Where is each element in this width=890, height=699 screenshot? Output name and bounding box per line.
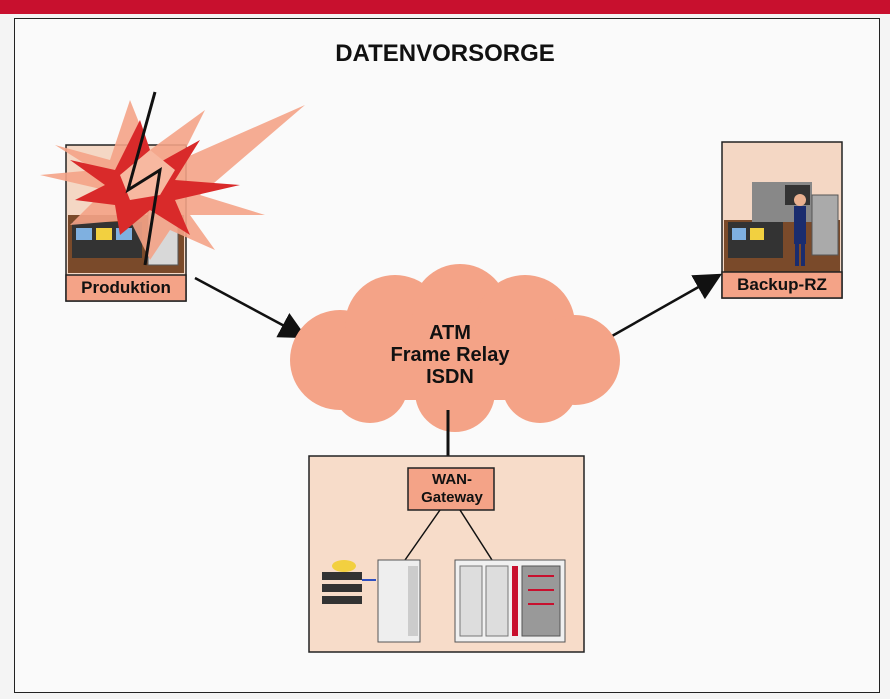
wan-gateway-line-2: Gateway: [421, 489, 483, 506]
top-accent-bar: [0, 0, 890, 14]
lightning-icon: [125, 91, 162, 266]
arrow-produktion-to-cloud: [194, 276, 308, 339]
datacenter-operator-icon: [794, 194, 806, 266]
diagram-title: DATENVORSORGE: [335, 40, 555, 67]
wan-panel: [308, 455, 585, 653]
cloud-line-isdn: ISDN: [426, 366, 474, 388]
arrow-cloud-to-backup: [611, 273, 722, 338]
disk-storage-icon: [322, 560, 376, 604]
wan-gateway-line-1: WAN-: [432, 471, 472, 488]
backup-node: [721, 141, 843, 299]
produktion-label: Produktion: [81, 278, 171, 297]
cloud-label: ATM Frame Relay ISDN: [340, 322, 560, 388]
cloud-line-atm: ATM: [429, 322, 471, 344]
backup-rz-label: Backup-RZ: [737, 275, 827, 294]
wan-gateway-label: WAN- Gateway: [410, 471, 494, 509]
server-cabinet-icon: [377, 559, 421, 643]
network-cloud-icon: [290, 264, 620, 432]
cloud-line-frame-relay: Frame Relay: [390, 344, 510, 366]
mainframe-icon: [454, 559, 566, 643]
